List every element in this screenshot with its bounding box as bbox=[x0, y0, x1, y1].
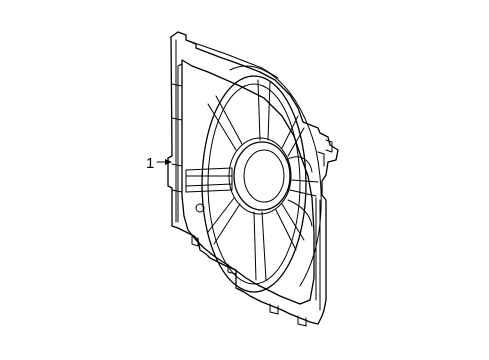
fan-ring bbox=[201, 65, 322, 293]
callout-arrowhead bbox=[165, 159, 172, 165]
fan-hub bbox=[228, 137, 292, 215]
callout-number: 1 bbox=[146, 155, 154, 172]
fan-spokes bbox=[185, 79, 319, 281]
part-callout: 1 bbox=[146, 155, 172, 172]
fan-shroud-frame bbox=[167, 31, 339, 327]
